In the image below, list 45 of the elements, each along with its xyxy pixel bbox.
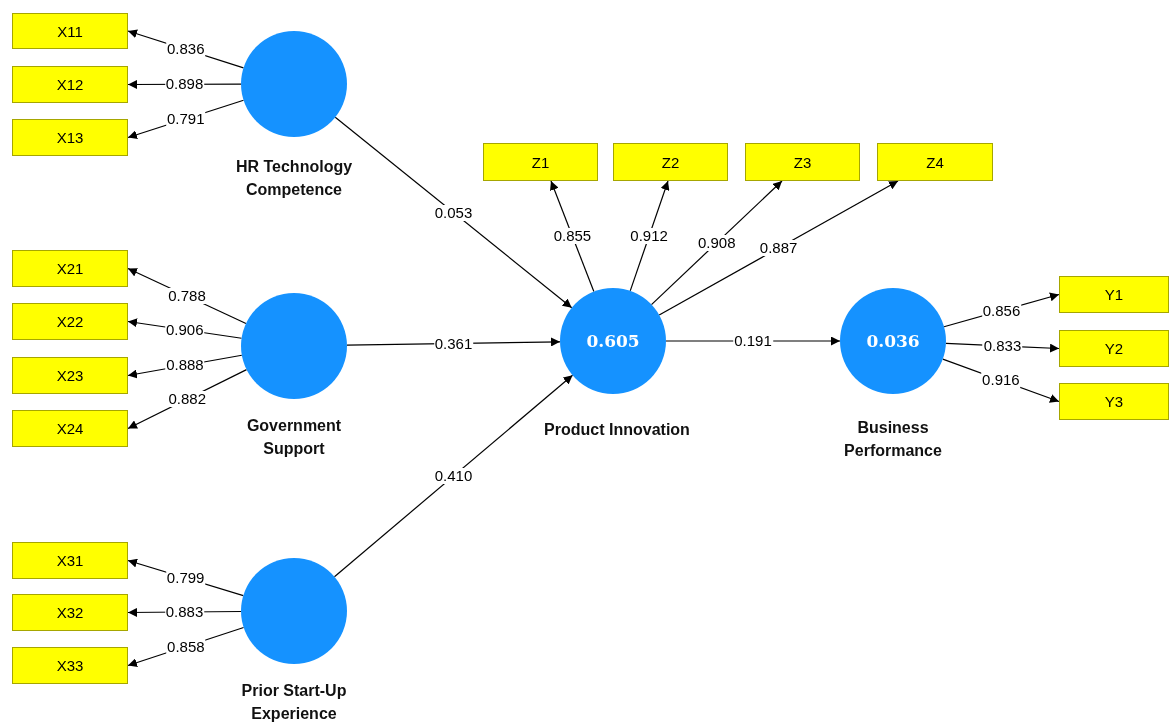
indicator-box: X21: [12, 250, 128, 287]
arrow: [658, 180, 899, 316]
indicator-box: X11: [12, 13, 128, 49]
edge-label: 0.887: [758, 240, 799, 256]
indicator-box: X33: [12, 647, 128, 684]
indicator-box: X22: [12, 303, 128, 340]
edge-label: 0.791: [166, 110, 206, 127]
arrow: [333, 374, 574, 578]
construct-name: HR Technology Competence: [234, 157, 354, 200]
edge-label: 0.799: [165, 570, 206, 587]
construct-name: Prior Start-Up Experience: [240, 681, 348, 724]
construct-name: Business Performance: [843, 418, 943, 461]
indicator-box: X31: [12, 542, 128, 579]
indicator-box: Z2: [613, 143, 728, 181]
edge-label: 0.912: [629, 227, 669, 244]
arrow: [629, 180, 670, 292]
edge-label: 0.883: [164, 604, 205, 620]
indicator-box: Z1: [483, 143, 598, 181]
r-squared-value: 0.036: [866, 331, 920, 351]
construct-name: Government Support: [245, 416, 343, 459]
indicator-box: Y1: [1059, 276, 1169, 313]
arrow: [650, 180, 783, 306]
edge-label: 0.855: [552, 228, 593, 245]
indicator-box: Z3: [745, 143, 860, 181]
edge-label: 0.882: [167, 391, 208, 408]
edge-label: 0.788: [167, 288, 207, 305]
indicator-box: X32: [12, 594, 128, 631]
edge-label: 0.916: [981, 372, 1021, 389]
edge-label: 0.908: [696, 234, 737, 251]
indicator-box: Z4: [877, 143, 993, 181]
edge-label: 0.856: [981, 302, 1022, 319]
arrow: [334, 116, 573, 309]
indicator-box: X23: [12, 357, 128, 394]
construct-name: Product Innovation: [543, 420, 691, 440]
indicator-box: X13: [12, 119, 128, 156]
indicator-box: X12: [12, 66, 128, 103]
indicator-box: Y2: [1059, 330, 1169, 367]
indicator-box: X24: [12, 410, 128, 447]
edge-label: 0.053: [433, 204, 474, 221]
edge-label: 0.858: [166, 638, 206, 655]
edge-label: 0.410: [433, 468, 474, 484]
r-squared-value: 0.605: [586, 331, 640, 351]
edge-label: 0.191: [733, 333, 773, 349]
indicator-box: Y3: [1059, 383, 1169, 420]
edge-label: 0.836: [166, 41, 206, 58]
